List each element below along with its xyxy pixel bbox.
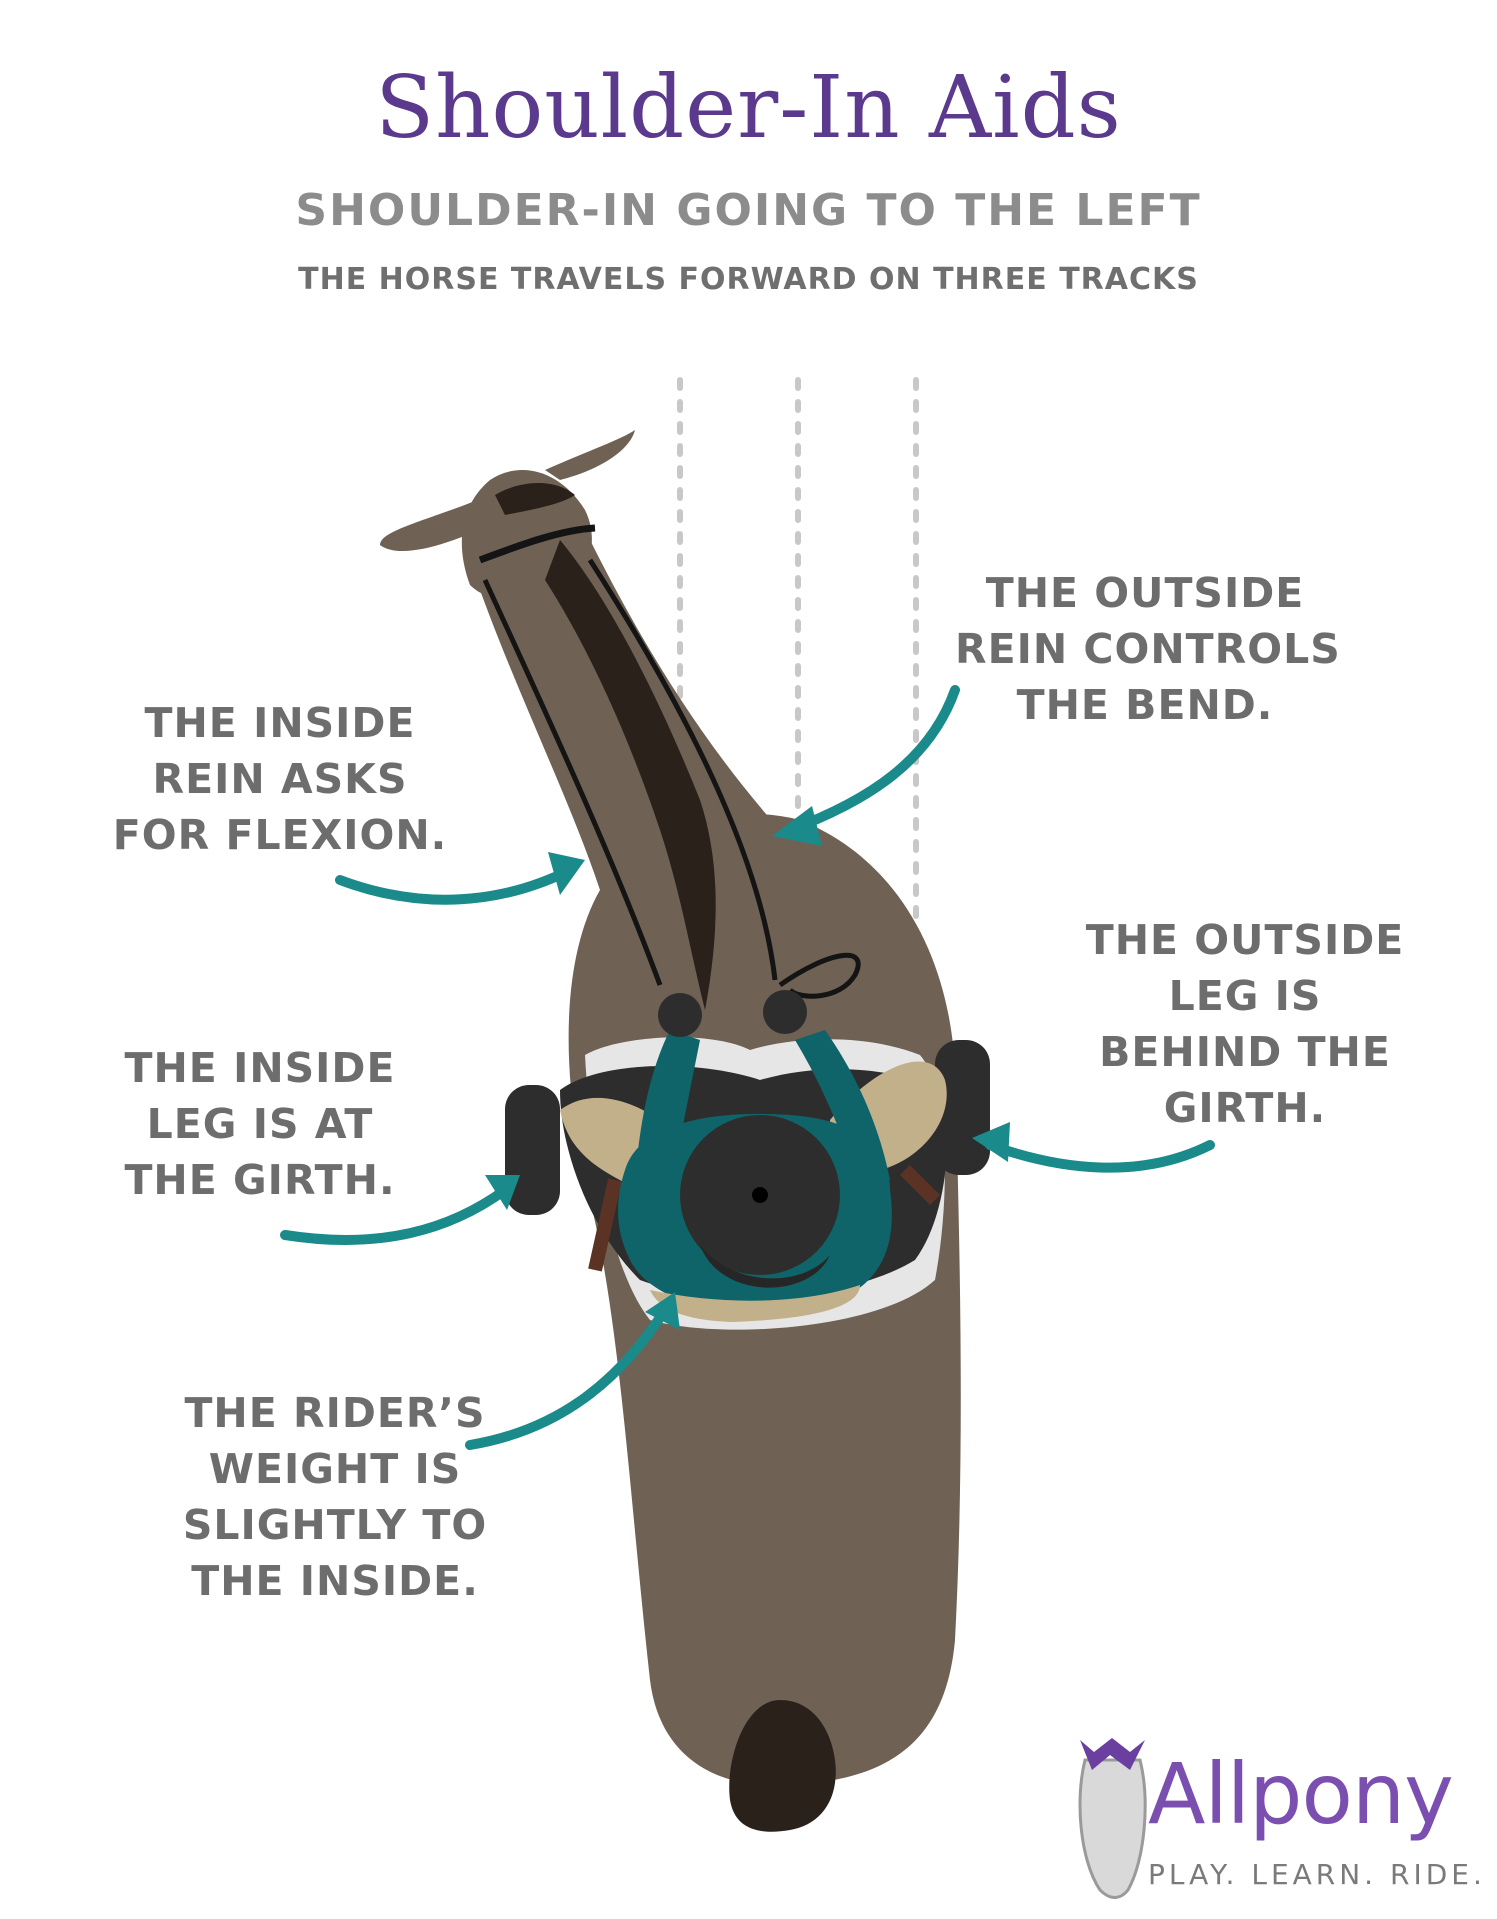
arrow-outside-leg xyxy=(990,1145,1210,1168)
callout-line: THE INSIDE xyxy=(110,1040,410,1096)
brand-tagline: PLAY. LEARN. RIDE. xyxy=(1148,1858,1486,1891)
callout-line: THE OUTSIDE xyxy=(1085,912,1405,968)
callout-line: GIRTH. xyxy=(1085,1080,1405,1136)
helmet-button xyxy=(752,1187,768,1203)
callout-line: WEIGHT IS xyxy=(170,1441,500,1497)
callout-line: FOR FLEXION. xyxy=(110,807,450,863)
horse-ear-right xyxy=(545,430,635,480)
callout-line: BEHIND THE xyxy=(1085,1024,1405,1080)
arrow-inside-rein xyxy=(340,870,570,900)
horse-figure xyxy=(380,430,990,1832)
callout-line: LEG IS AT xyxy=(110,1096,410,1152)
callout-line: THE OUTSIDE xyxy=(955,565,1335,621)
allpony-logo-icon xyxy=(1080,1738,1145,1898)
callout-rider-weight: THE RIDER’S WEIGHT IS SLIGHTLY TO THE IN… xyxy=(170,1385,500,1609)
stirrup-inside xyxy=(505,1085,560,1215)
rider-inside-glove xyxy=(658,993,702,1037)
callout-inside-leg: THE INSIDE LEG IS AT THE GIRTH. xyxy=(110,1040,410,1208)
callout-line: THE RIDER’S xyxy=(170,1385,500,1441)
rider-outside-glove xyxy=(763,990,807,1034)
callout-outside-leg: THE OUTSIDE LEG IS BEHIND THE GIRTH. xyxy=(1085,912,1405,1136)
brand-name: Allpony xyxy=(1148,1745,1453,1843)
callout-outside-rein: THE OUTSIDE REIN CONTROLS THE BEND. xyxy=(955,565,1335,733)
callout-line: THE INSIDE. xyxy=(170,1553,500,1609)
callout-line: REIN ASKS xyxy=(110,751,450,807)
callout-line: THE GIRTH. xyxy=(110,1152,410,1208)
callout-line: THE BEND. xyxy=(955,677,1335,733)
callout-line: SLIGHTLY TO xyxy=(170,1497,500,1553)
callout-line: THE INSIDE xyxy=(110,695,450,751)
callout-inside-rein: THE INSIDE REIN ASKS FOR FLEXION. xyxy=(110,695,450,863)
callout-line: REIN CONTROLS xyxy=(955,621,1335,677)
arrow-outside-rein xyxy=(790,690,955,830)
logo-pony-head xyxy=(1080,1760,1145,1898)
callout-line: LEG IS xyxy=(1085,968,1405,1024)
